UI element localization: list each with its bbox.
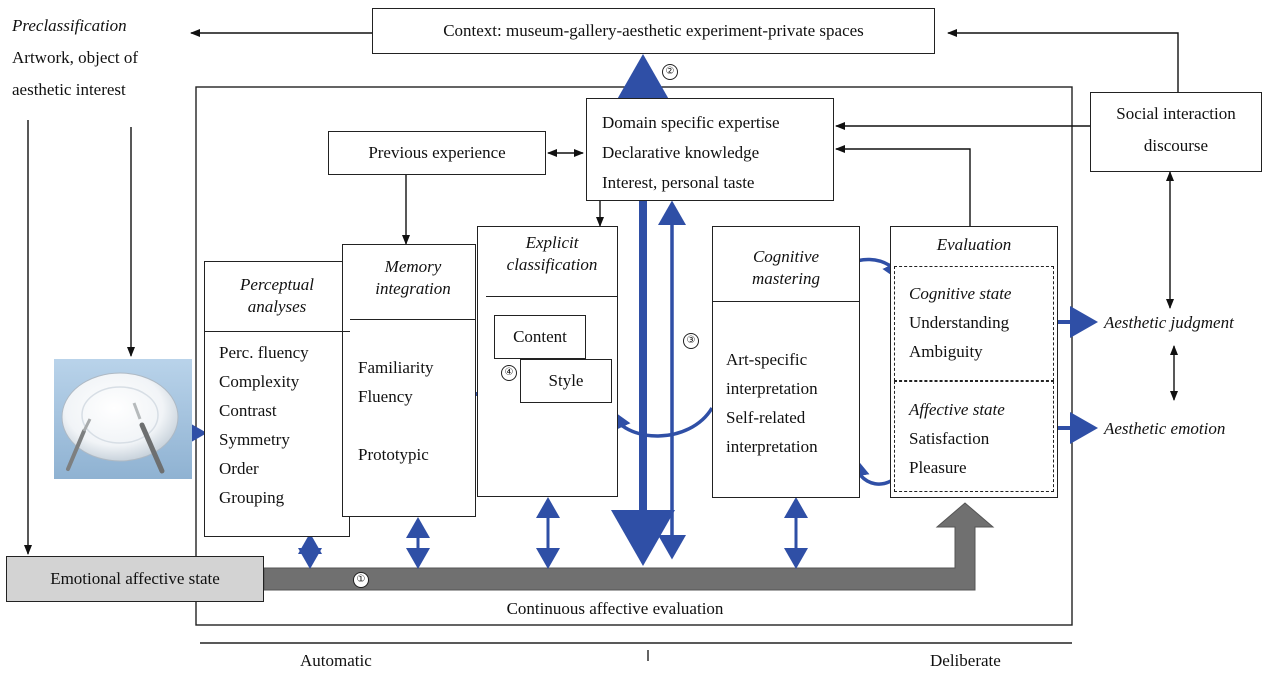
explicit-divider [486,296,618,297]
memory-integration-box [342,244,476,517]
timeline-automatic-label: Automatic [300,651,372,670]
continuous-evaluation-label: Continuous affective evaluation [506,599,724,618]
cognitive-mastering-box [712,226,860,498]
emotional-affective-state-box [6,556,264,602]
content-label: Content [513,327,567,346]
memory-divider [350,319,476,320]
cognitive-state-items: Cognitive state Understanding Ambiguity [909,284,1012,361]
preclassification-line1: Artwork, object of [12,48,139,67]
timeline-deliberate-label: Deliberate [930,651,1001,670]
evaluation-title: Evaluation [936,235,1012,254]
perceptual-analyses-box [204,261,350,537]
context-box [372,8,935,54]
marker-4: ④ [501,365,517,381]
aesthetic-judgment-label: Aesthetic judgment [1104,313,1234,332]
marker-3: ③ [683,333,699,349]
plate-artwork-image [54,359,192,479]
preclassification-title: Preclassification [12,16,127,35]
previous-experience-box [328,131,546,175]
preclassification-line2: aesthetic interest [12,80,126,99]
previous-experience-label: Previous experience [368,143,506,162]
perceptual-divider [204,331,350,332]
marker-1: ① [353,572,369,588]
style-label: Style [548,371,584,390]
continuous-evaluation-arrow [263,502,995,591]
context-label: Context: museum-gallery-aesthetic experi… [443,21,864,40]
content-box [494,315,586,359]
evaluation-expertise-arrow [835,145,971,226]
social-context-arrow [947,29,1182,115]
cognitive-divider [712,301,860,302]
evaluation-box [890,226,1058,498]
affective-state-items: Affective state Satisfaction Pleasure [909,400,1005,477]
marker-2: ② [662,64,678,80]
aesthetic-emotion-label: Aesthetic emotion [1104,419,1226,438]
emotional-affective-state-label: Emotional affective state [50,569,220,588]
cognitive-state-box [894,266,1054,381]
cognitive-explicit-curve [605,406,714,438]
affective-state-box [894,381,1054,492]
